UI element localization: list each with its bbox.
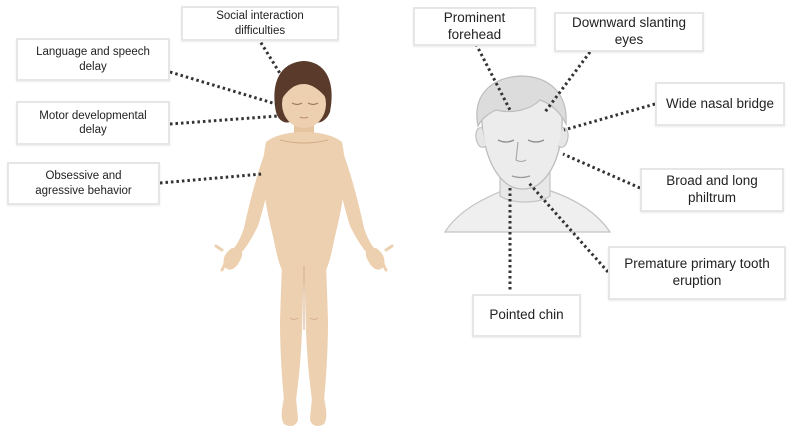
label-pointed-chin: Pointed chin: [472, 294, 581, 337]
leader-motor: [170, 116, 278, 124]
right-foot: [310, 398, 326, 426]
leader-philtrum: [563, 154, 640, 188]
label-broad-philtrum-text: Broad and long philtrum: [666, 173, 758, 207]
label-obsessive-behavior-text: Obsessive and agressive behavior: [35, 169, 132, 198]
label-pointed-chin-text: Pointed chin: [489, 307, 563, 324]
right-leg: [304, 262, 328, 400]
label-premature-tooth-text: Premature primary tooth eruption: [624, 256, 770, 290]
left-hand: [223, 248, 242, 270]
label-motor-delay: Motor developmental delay: [16, 101, 170, 145]
label-obsessive-behavior: Obsessive and agressive behavior: [7, 162, 160, 205]
label-language-speech: Language and speech delay: [16, 38, 170, 81]
label-wide-nasal-bridge: Wide nasal bridge: [655, 82, 785, 126]
face-bust: [445, 76, 610, 232]
left-leg: [280, 262, 304, 400]
label-language-speech-text: Language and speech delay: [36, 45, 150, 74]
label-motor-delay-text: Motor developmental delay: [39, 109, 146, 138]
label-premature-tooth: Premature primary tooth eruption: [608, 246, 786, 300]
leader-obsessive: [160, 174, 262, 183]
label-wide-nasal-bridge-text: Wide nasal bridge: [666, 96, 774, 113]
leader-nasal: [564, 104, 655, 130]
leader-social: [258, 38, 281, 75]
label-social-interaction: Social interaction difficulties: [181, 6, 339, 41]
label-downward-eyes: Downward slanting eyes: [554, 12, 704, 52]
label-broad-philtrum: Broad and long philtrum: [640, 168, 784, 212]
label-prominent-forehead-text: Prominent forehead: [444, 10, 506, 44]
label-social-interaction-text: Social interaction difficulties: [216, 9, 304, 38]
left-foot: [282, 398, 298, 426]
right-hand: [366, 248, 385, 270]
leader-language: [170, 72, 276, 104]
label-downward-eyes-text: Downward slanting eyes: [572, 15, 686, 49]
label-prominent-forehead: Prominent forehead: [413, 7, 536, 46]
child-figure: [216, 61, 392, 426]
